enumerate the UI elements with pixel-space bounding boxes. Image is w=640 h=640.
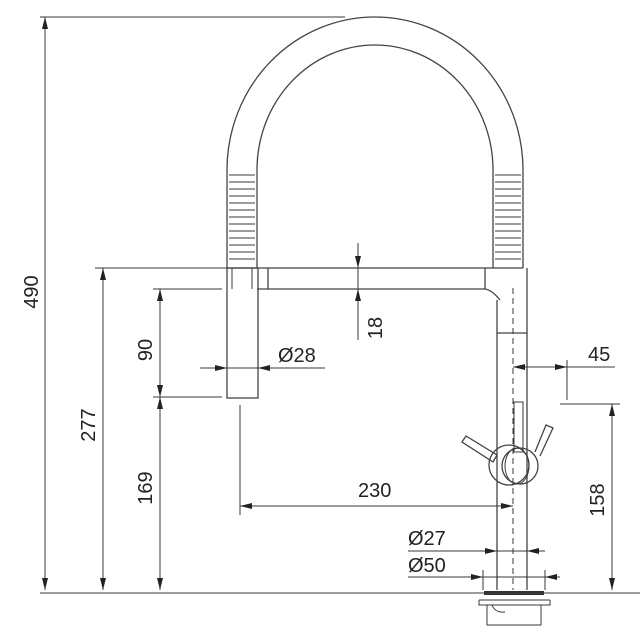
spray-head-detail	[231, 268, 253, 289]
dim-label-18: 18	[365, 317, 387, 339]
dim-label-490: 490	[21, 275, 43, 308]
dim-reach: 230	[239, 405, 513, 515]
dim-head: 90 169	[135, 288, 222, 590]
faucet-body	[496, 268, 528, 590]
spray-head	[226, 267, 259, 399]
dim-label-158: 158	[587, 483, 609, 516]
handle	[461, 424, 554, 486]
dim-label-45: 45	[588, 344, 610, 366]
dim-label-277: 277	[78, 408, 100, 441]
dim-label-d28: Ø28	[278, 345, 316, 367]
dim-handle-offset: 45	[513, 344, 615, 400]
dim-label-d27: Ø27	[408, 528, 446, 550]
dim-base-diameter: Ø50	[408, 555, 560, 590]
dim-label-230: 230	[358, 480, 391, 502]
dim-head-diameter: Ø28	[200, 345, 325, 371]
dim-total-height: 490	[21, 16, 345, 590]
dim-label-90: 90	[135, 339, 157, 361]
dim-spout-thickness: 18	[355, 243, 387, 340]
dim-body-diameter: Ø27	[408, 528, 545, 554]
gooseneck-spout	[226, 16, 524, 268]
dim-spout-height: 277	[78, 267, 227, 590]
dim-handle-height: 158	[560, 403, 620, 590]
spout-arm	[227, 267, 523, 301]
base-mount	[478, 591, 551, 626]
dim-label-d50: Ø50	[408, 555, 446, 577]
spring-left	[229, 174, 255, 260]
spring-right	[495, 174, 521, 260]
dim-label-169: 169	[135, 471, 157, 504]
